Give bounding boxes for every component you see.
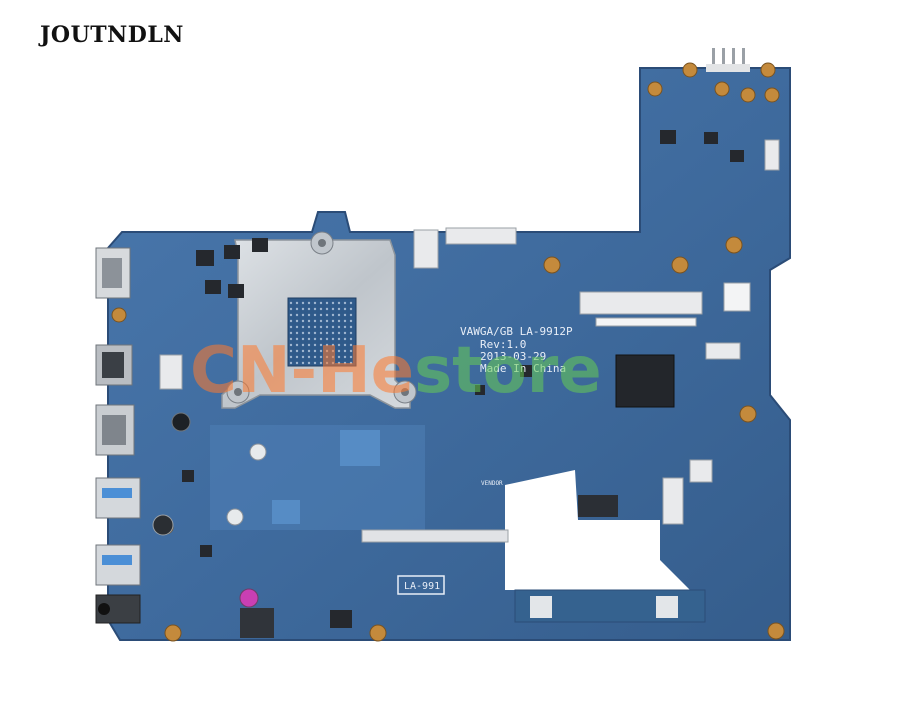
capacitor xyxy=(226,508,244,526)
bottom-tab xyxy=(530,596,552,618)
ic-chip xyxy=(475,385,485,395)
power-connector xyxy=(706,48,750,72)
stamp-box xyxy=(397,575,445,595)
stamp-label: LA-991 xyxy=(404,581,440,592)
mounting-pads xyxy=(111,62,785,642)
ic-chip xyxy=(704,132,718,144)
board-origin-label: Made In China xyxy=(480,362,566,375)
ribbon-connector xyxy=(159,354,183,390)
bottom-tab xyxy=(656,596,678,618)
ic-chip xyxy=(330,610,352,628)
ic-chip xyxy=(196,250,214,266)
ic-chip xyxy=(520,365,532,377)
board-revision-label: Rev:1.0 xyxy=(480,338,526,351)
brand-logo-text: JOUTNDLN xyxy=(40,22,184,48)
capacitor xyxy=(239,588,259,608)
watermark-suffix: store xyxy=(414,334,602,408)
circuit-region xyxy=(210,425,425,530)
ribbon-connector xyxy=(445,227,517,245)
ribbon-connector xyxy=(689,459,713,483)
ic-chip xyxy=(660,130,676,144)
board-date-label: 2013-03-29 xyxy=(480,350,546,363)
vendor-label: VENDOR xyxy=(481,480,503,487)
ic-chip xyxy=(240,608,274,638)
ribbon-connector xyxy=(595,317,697,327)
ribbon-connector xyxy=(764,139,780,171)
ic-chip xyxy=(205,280,221,294)
ic-chip xyxy=(224,245,240,259)
capacitor xyxy=(152,514,174,536)
ic-chip xyxy=(730,150,744,162)
ic-chip xyxy=(228,284,244,298)
ribbon-connector xyxy=(361,529,509,543)
ic-chip xyxy=(578,495,618,517)
circuit-region xyxy=(272,500,300,524)
ribbon-connector xyxy=(705,342,741,360)
ribbon-connector xyxy=(723,282,751,312)
heatsink-bracket xyxy=(221,231,417,409)
watermark-text: CN-Hestore xyxy=(190,334,602,408)
board-cutout xyxy=(505,470,690,590)
ic-chip xyxy=(252,238,268,252)
board-model-label: VAWGA/GB LA-9912P xyxy=(460,325,573,338)
ribbon-connector xyxy=(662,477,684,525)
ic-chip xyxy=(200,545,212,557)
capacitor xyxy=(171,412,191,432)
capacitor xyxy=(249,443,267,461)
ic-chip xyxy=(182,470,194,482)
circuit-region xyxy=(340,430,380,466)
chipset-ic xyxy=(615,354,675,408)
io-ports xyxy=(95,247,141,624)
ribbon-connector xyxy=(413,229,439,269)
ribbon-connector xyxy=(579,291,703,315)
watermark-prefix: CN-He xyxy=(190,334,414,408)
